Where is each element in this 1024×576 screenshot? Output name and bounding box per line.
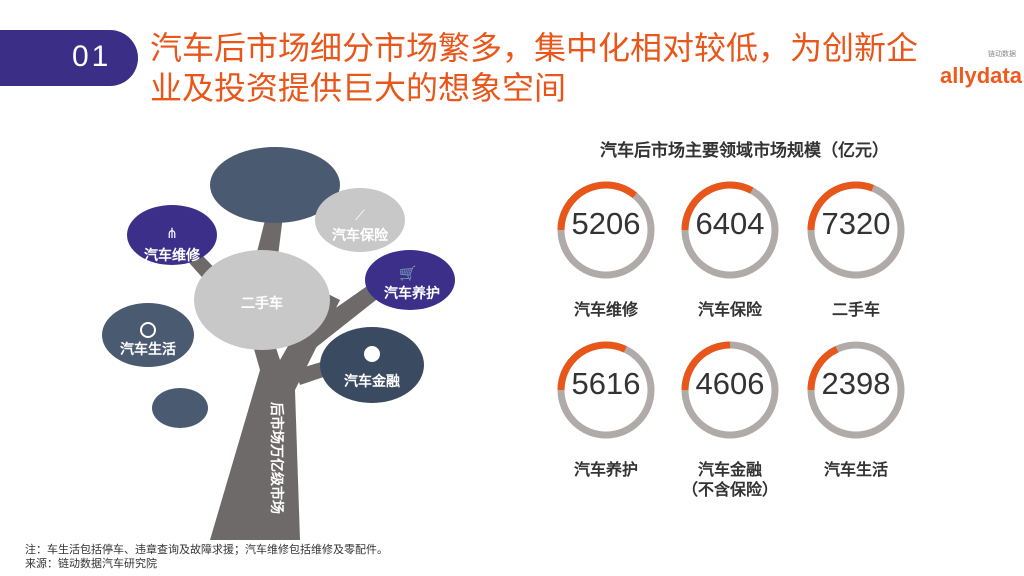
section-number-band: 01 <box>0 30 138 86</box>
donut-value: 4606 <box>695 366 765 401</box>
trunk-label: 后市场万亿级市场 <box>268 402 285 514</box>
cloud-center <box>194 250 330 350</box>
category-sublabel: （不含保险） <box>681 480 778 499</box>
cloud-small <box>152 388 208 428</box>
section-number: 01 <box>72 40 112 73</box>
ring-arc <box>807 341 905 439</box>
donut-2: 7320 <box>806 180 906 280</box>
logo: 链动数据 allydata <box>938 4 1024 90</box>
note-text: 注：车生活包括停车、违章查询及故障求援；汽车维修包括维修及零配件。 <box>25 543 388 556</box>
donut-0: 5206 <box>556 180 656 280</box>
donut-label: 二手车 <box>796 300 916 320</box>
globe-icon <box>364 346 380 362</box>
donut-value: 5616 <box>571 366 641 401</box>
donut-3: 5616 <box>556 340 656 440</box>
category-label: 汽车保险 <box>697 300 762 319</box>
cloud-top <box>210 147 340 223</box>
ring-arc <box>681 181 779 279</box>
category-label: 二手车 <box>831 300 880 319</box>
source-text: 来源：链动数据汽车研究院 <box>25 557 157 570</box>
category-label: 汽车维修 <box>573 300 638 319</box>
ring-arc <box>807 181 905 279</box>
cloud-label: 汽车生活 <box>120 341 176 358</box>
cart-icon: 🛒 <box>399 265 416 282</box>
page-title: 汽车后市场细分市场繁多，集中化相对较低，为创新企业及投资提供巨大的想象空间 <box>150 29 919 107</box>
donut-label: 汽车维修 <box>546 300 666 320</box>
cloud-finance <box>320 327 424 403</box>
ring-arc <box>681 341 779 439</box>
category-label: 汽车养护 <box>573 460 638 479</box>
donut-value: 7320 <box>821 206 891 241</box>
cloud-label: 汽车金融 <box>344 373 400 390</box>
donut-label: 汽车保险 <box>670 300 790 320</box>
donut-5: 2398 <box>806 340 906 440</box>
category-label: 汽车金融 <box>697 460 762 479</box>
trend-icon: ⟋ <box>355 208 365 224</box>
chart-title: 汽车后市场主要领域市场规模（亿元） <box>600 141 889 161</box>
hierarchy-icon: ⋔ <box>166 226 178 242</box>
donut-1: 6404 <box>680 180 780 280</box>
lifebuoy-icon <box>140 322 156 338</box>
logo-cn: 链动数据 <box>988 50 1016 58</box>
logo-text: allydata <box>940 63 1022 88</box>
tree-illustration: 二手车 汽车维修 ⋔ 汽车保险 ⟋ 汽车养护 🛒 汽车生活 汽车金融 后市场万亿… <box>102 147 455 540</box>
cloud-label: 汽车保险 <box>332 227 389 244</box>
donut-label: 汽车生活 <box>796 460 916 480</box>
cloud-maintenance <box>365 250 455 310</box>
cloud-insurance <box>315 188 405 252</box>
donut-value: 2398 <box>821 366 891 401</box>
cloud-life <box>102 303 194 367</box>
cloud-label: 汽车维修 <box>144 247 201 264</box>
cloud-center-label: 二手车 <box>241 295 283 312</box>
cloud-repair <box>127 205 217 265</box>
donut-label: 汽车金融（不含保险） <box>670 460 790 500</box>
donut-label: 汽车养护 <box>546 460 666 480</box>
donut-value: 6404 <box>695 206 765 241</box>
ring-arc <box>557 181 655 279</box>
footnote: 注：车生活包括停车、违章查询及故障求援；汽车维修包括维修及零配件。 来源：链动数… <box>25 543 388 571</box>
donut-4: 4606 <box>680 340 780 440</box>
logo-mark-icon <box>940 8 1000 44</box>
ring-arc <box>557 341 655 439</box>
cloud-label: 汽车养护 <box>384 285 440 302</box>
category-label: 汽车生活 <box>823 460 888 479</box>
donut-value: 5206 <box>571 206 641 241</box>
